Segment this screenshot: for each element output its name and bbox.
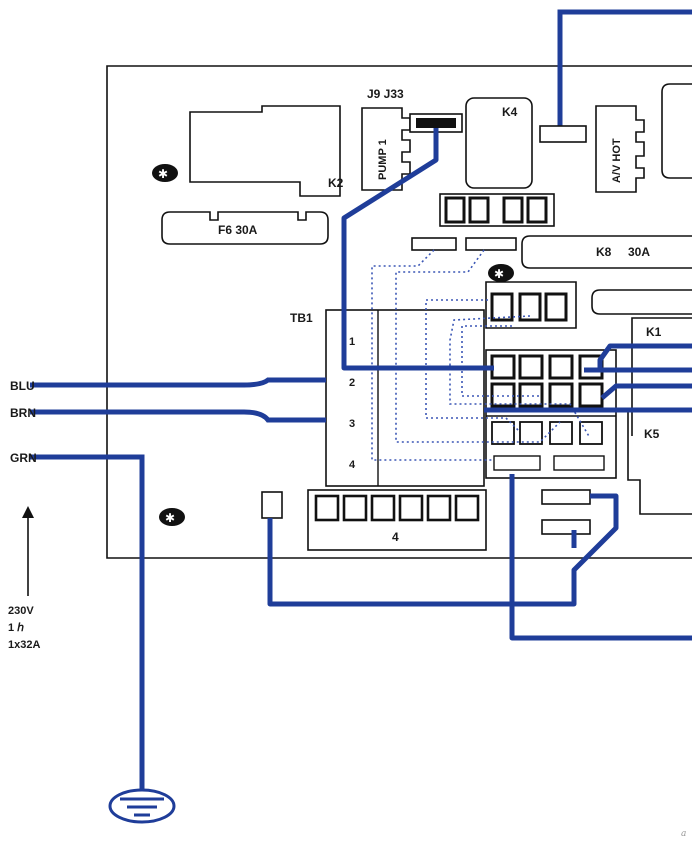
wire-blu-label: BLU bbox=[10, 379, 35, 393]
ground-icon bbox=[108, 788, 176, 824]
tb1-pin-4: 4 bbox=[349, 459, 356, 471]
right-component bbox=[661, 83, 692, 179]
single-terminal bbox=[261, 491, 283, 519]
wire-grn bbox=[30, 454, 145, 790]
k4-contact-block bbox=[439, 193, 555, 227]
k4-terminal bbox=[539, 125, 587, 143]
terminal-block-tb1 bbox=[325, 309, 485, 487]
relay-k1-label: K1 bbox=[646, 325, 662, 339]
tb1-pin-1: 1 bbox=[349, 336, 355, 348]
wire-brn-label: BRN bbox=[10, 406, 36, 420]
fuse-f6-label: F6 30A bbox=[218, 223, 258, 237]
terminal-lower-2 bbox=[541, 519, 591, 535]
wire-loop-bottom bbox=[267, 493, 619, 607]
tb1-label: TB1 bbox=[290, 311, 313, 325]
contact-matrix-slots bbox=[490, 354, 605, 471]
svg-text:✱: ✱ bbox=[494, 267, 504, 281]
relay-k8 bbox=[521, 235, 692, 269]
supply-fuse: 1x32A bbox=[8, 639, 40, 651]
relay-k4 bbox=[465, 97, 533, 189]
relay-k2-label: K2 bbox=[328, 176, 344, 190]
relay-k8-label: K8 bbox=[596, 245, 612, 259]
j33-terminal-slot bbox=[416, 118, 456, 128]
supply-arrow-head bbox=[22, 506, 34, 518]
terminal-lower-1 bbox=[541, 489, 591, 505]
supply-voltage: 230V bbox=[8, 605, 34, 617]
pcb-board bbox=[106, 65, 692, 559]
av-hot-connector bbox=[595, 105, 645, 193]
k5-outline bbox=[627, 409, 692, 515]
dotted-traces bbox=[371, 249, 591, 461]
pump1-label: PUMP 1 bbox=[377, 139, 389, 180]
tb1-pin-2: 2 bbox=[349, 377, 355, 389]
terminal-right bbox=[465, 237, 517, 251]
av-hot-label: A/V HOT bbox=[611, 138, 623, 183]
relay-k5-label: K5 bbox=[644, 427, 660, 441]
wire-pump-to-matrix bbox=[341, 128, 494, 371]
tb1-pin-3: 3 bbox=[349, 418, 355, 430]
wire-k4-feed bbox=[557, 9, 692, 132]
terminal-left bbox=[411, 237, 457, 251]
supply-phase: 1 ℎ bbox=[8, 622, 24, 634]
mounting-screw: ✱ bbox=[159, 508, 185, 526]
right-fuse bbox=[591, 289, 692, 315]
relay-k8-rating: 30A bbox=[628, 245, 650, 259]
wire-k1-1 bbox=[597, 343, 692, 368]
wire-brn bbox=[30, 409, 326, 423]
wire-k5-out bbox=[509, 474, 692, 641]
wire-k1-3 bbox=[600, 383, 692, 400]
corner-mark: a bbox=[681, 829, 686, 839]
j9-j33-label: J9 J33 bbox=[367, 87, 404, 101]
k1-outline bbox=[631, 317, 692, 436]
mounting-screw: ✱ bbox=[152, 164, 178, 182]
contact-group-upper bbox=[485, 281, 577, 329]
connector-4-label: 4 bbox=[392, 530, 399, 544]
fuse-f6 bbox=[161, 211, 329, 245]
connector-4-slots bbox=[314, 494, 480, 522]
relay-k2 bbox=[189, 105, 341, 197]
contact-group-upper-slots bbox=[490, 292, 568, 322]
mounting-screw: ✱ bbox=[488, 264, 514, 282]
wire-blu bbox=[30, 377, 326, 388]
svg-text:✱: ✱ bbox=[158, 167, 168, 181]
relay-k4-label: K4 bbox=[502, 105, 518, 119]
svg-text:✱: ✱ bbox=[165, 511, 175, 525]
wires bbox=[267, 128, 692, 641]
wire-grn-label: GRN bbox=[10, 451, 37, 465]
